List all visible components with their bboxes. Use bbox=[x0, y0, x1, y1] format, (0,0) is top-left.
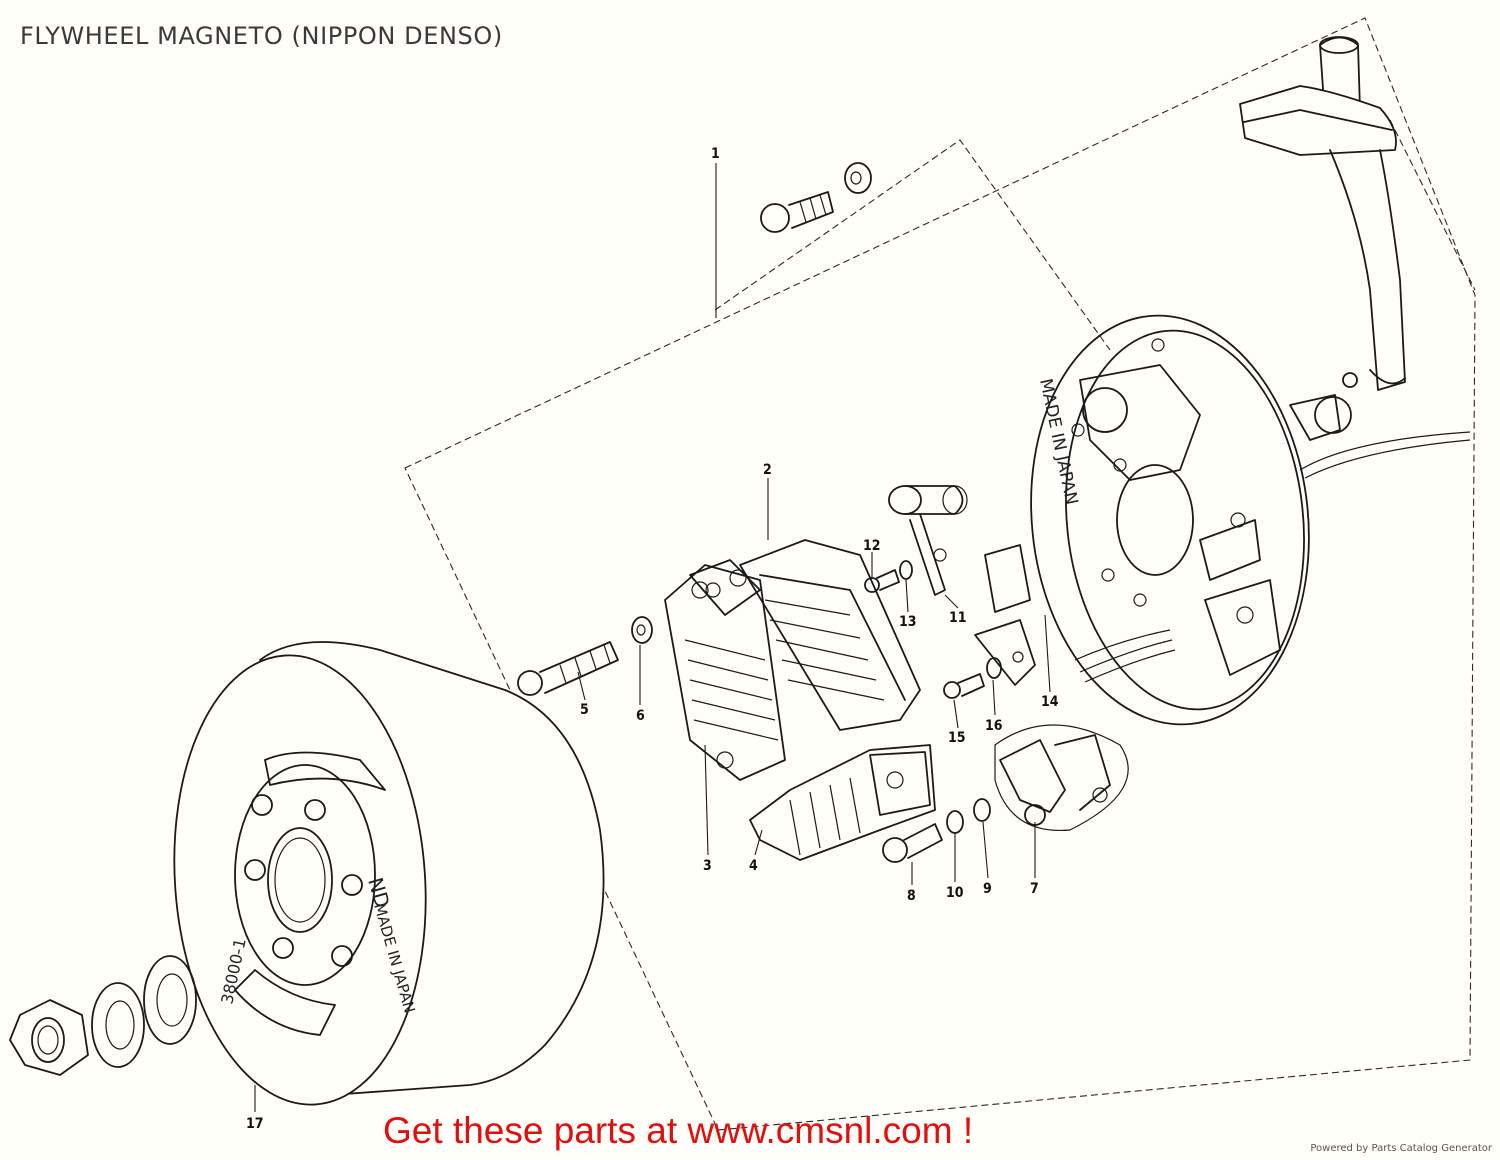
cam-felt bbox=[974, 544, 1036, 686]
callout-16: 16 bbox=[985, 718, 1003, 734]
diagram-title: FLYWHEEL MAGNETO (NIPPON DENSO) bbox=[20, 22, 503, 50]
lighting-coil bbox=[664, 564, 786, 781]
flywheel-rotor: ND MADE IN JAPAN 38000-1 bbox=[173, 641, 605, 1106]
screws bbox=[517, 560, 1002, 863]
callout-4: 4 bbox=[749, 858, 758, 874]
callout-5: 5 bbox=[580, 702, 589, 718]
contact-breaker bbox=[994, 724, 1129, 832]
wire-guide bbox=[1239, 36, 1471, 479]
callout-7: 7 bbox=[1030, 881, 1039, 897]
callout-9: 9 bbox=[983, 881, 992, 897]
callout-14: 14 bbox=[1041, 694, 1059, 710]
powered-by-text: Powered by Parts Catalog Generator bbox=[1310, 1143, 1492, 1154]
callout-2: 2 bbox=[763, 462, 772, 478]
plate-screw bbox=[760, 162, 872, 233]
callout-8: 8 bbox=[907, 888, 916, 904]
callout-10: 10 bbox=[946, 885, 964, 901]
callout-6: 6 bbox=[636, 708, 645, 724]
rotor-nut-washers bbox=[9, 955, 197, 1076]
leader-lines bbox=[254, 163, 1051, 1112]
callout-3: 3 bbox=[703, 858, 712, 874]
assembly-outline bbox=[404, 17, 1476, 1131]
stator-base-plate: MADE IN JAPAN bbox=[1030, 314, 1310, 726]
callout-17: 17 bbox=[246, 1116, 264, 1132]
callout-11: 11 bbox=[949, 610, 967, 626]
callout-12: 12 bbox=[863, 538, 881, 554]
callout-numbers: 1 2 3 4 5 6 7 8 9 10 11 12 13 14 15 16 1… bbox=[246, 146, 1059, 1132]
ignition-coil bbox=[689, 539, 921, 731]
callout-1: 1 bbox=[711, 146, 720, 162]
stator-made-in-japan: MADE IN JAPAN bbox=[1035, 377, 1081, 507]
charging-coil bbox=[749, 744, 936, 861]
callout-15: 15 bbox=[948, 730, 966, 746]
cmsnl-parts-link[interactable]: Get these parts at www.cmsnl.com ! bbox=[383, 1110, 974, 1151]
condenser bbox=[888, 485, 968, 596]
callout-13: 13 bbox=[899, 614, 917, 630]
